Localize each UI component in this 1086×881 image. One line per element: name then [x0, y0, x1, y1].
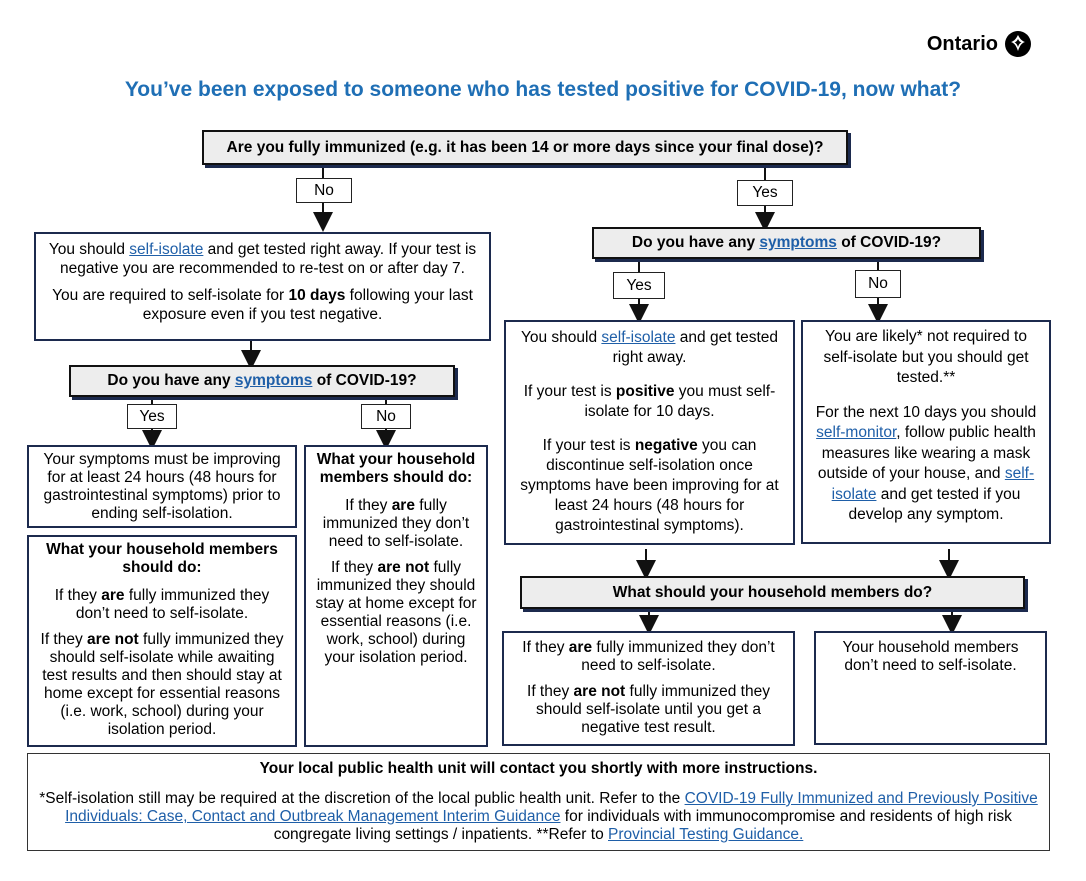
- self-isolate-link[interactable]: self-isolate: [601, 329, 676, 346]
- guidance-link[interactable]: COVID-19 Fully Immunized and Previously …: [65, 790, 1038, 825]
- text: you can discontinue self-isolation once …: [520, 437, 779, 534]
- answer-label: No: [314, 181, 334, 199]
- text: For the next 10 days you should: [815, 403, 1037, 421]
- answer-label: Yes: [139, 407, 165, 425]
- emphasis: are: [101, 587, 125, 604]
- text: you must self-isolate for 10 days.: [584, 383, 776, 420]
- question-symptoms-right: Do you have any symptoms of COVID-19?: [592, 227, 981, 259]
- text: Your symptoms must be improving for at l…: [43, 451, 281, 522]
- self-isolate-box: You should self-isolate and get tested r…: [34, 232, 491, 341]
- testing-guidance-link[interactable]: Provincial Testing Guidance.: [608, 826, 804, 843]
- emphasis: 10 days: [288, 287, 346, 304]
- text: If they: [522, 639, 569, 656]
- household-no-isolate-box: Your household members don’t need to sel…: [814, 631, 1047, 745]
- text: If your test is: [542, 437, 635, 454]
- text: following your last exposure even if you…: [142, 287, 473, 323]
- emphasis: negative: [634, 437, 698, 454]
- text: fully immunized they don’t need to self-…: [322, 497, 470, 550]
- household-heading: What your household members should do:: [46, 541, 278, 576]
- household-heading: What your household members should do:: [316, 451, 476, 486]
- emphasis: are not: [573, 683, 626, 700]
- answer-label: Yes: [752, 184, 778, 201]
- text: fully immunized they don’t need to self-…: [581, 639, 775, 674]
- footer-heading: Your local public health unit will conta…: [259, 760, 818, 777]
- emphasis: are not: [377, 559, 430, 576]
- emphasis: are: [391, 497, 415, 514]
- symptoms-link[interactable]: symptoms: [759, 234, 837, 251]
- answer-no: No: [296, 178, 352, 203]
- text: You are required to self-isolate for: [52, 287, 289, 304]
- text: You should: [48, 241, 130, 258]
- text: If they: [345, 497, 392, 514]
- emphasis: are not: [87, 631, 139, 648]
- answer-no: No: [361, 404, 411, 429]
- ontario-logo: Ontario: [927, 30, 1032, 58]
- self-isolate-link[interactable]: self-isolate: [129, 241, 204, 258]
- answer-yes: Yes: [127, 404, 177, 429]
- text: and get tested if you develop any sympto…: [848, 485, 1021, 524]
- household-members-box: What your household members should do: I…: [27, 535, 297, 747]
- answer-label: No: [376, 407, 396, 425]
- question-household: What should your household members do?: [520, 576, 1025, 609]
- answer-no: No: [855, 270, 901, 298]
- text: If they: [330, 559, 378, 576]
- trillium-icon: [1005, 31, 1031, 57]
- text: fully immunized they should self-isolate…: [536, 683, 770, 736]
- question-text: Are you fully immunized (e.g. it has bee…: [226, 138, 824, 156]
- page-title: You’ve been exposed to someone who has t…: [124, 78, 962, 101]
- text: fully immunized they should stay at home…: [315, 559, 477, 666]
- text: and get tested right away. If your test …: [60, 241, 477, 277]
- self-isolate-test-box: You should self-isolate and get tested r…: [504, 320, 795, 545]
- symptoms-link[interactable]: symptoms: [234, 372, 313, 389]
- text: and get tested right away.: [612, 329, 779, 366]
- text: You should: [520, 329, 602, 346]
- household-immunized-box: If they are fully immunized they don’t n…: [502, 631, 795, 746]
- household-members-no-box: What your household members should do: I…: [304, 445, 488, 747]
- answer-label: No: [868, 275, 888, 292]
- text: Do you have any: [107, 372, 235, 389]
- text: for individuals with immunocompromise an…: [273, 808, 1012, 843]
- emphasis: positive: [615, 383, 675, 400]
- text: fully immunized they should self-isolate…: [42, 631, 284, 738]
- self-isolate-link[interactable]: self-isolate: [831, 465, 1035, 503]
- self-monitor-link[interactable]: self-monitor: [816, 424, 897, 441]
- text: Your household members don’t need to sel…: [842, 639, 1019, 674]
- text: If they: [54, 587, 102, 604]
- text: You are likely* not required to self-iso…: [823, 328, 1029, 386]
- text: If your test is: [523, 383, 616, 400]
- question-text: What should your household members do?: [612, 583, 933, 601]
- symptoms-improving-box: Your symptoms must be improving for at l…: [27, 445, 297, 528]
- question-fully-immunized: Are you fully immunized (e.g. it has bee…: [202, 130, 848, 165]
- text: of COVID-19?: [836, 234, 942, 251]
- text: , follow public health measures like wea…: [817, 424, 1036, 482]
- brand-name: Ontario: [926, 32, 998, 55]
- text: If they: [40, 631, 88, 648]
- answer-yes: Yes: [737, 180, 793, 206]
- text: Do you have any: [631, 234, 760, 251]
- text: If they: [527, 683, 574, 700]
- answer-label: Yes: [626, 276, 652, 294]
- answer-yes: Yes: [613, 272, 665, 299]
- question-symptoms-left: Do you have any symptoms of COVID-19?: [69, 365, 455, 397]
- self-monitor-box: You are likely* not required to self-iso…: [801, 320, 1051, 544]
- text: *Self-isolation still may be required at…: [39, 790, 685, 807]
- emphasis: are: [568, 639, 593, 656]
- text: fully immunized they don’t need to self-…: [75, 587, 270, 622]
- text: of COVID-19?: [312, 372, 417, 389]
- footer-note: Your local public health unit will conta…: [27, 753, 1050, 851]
